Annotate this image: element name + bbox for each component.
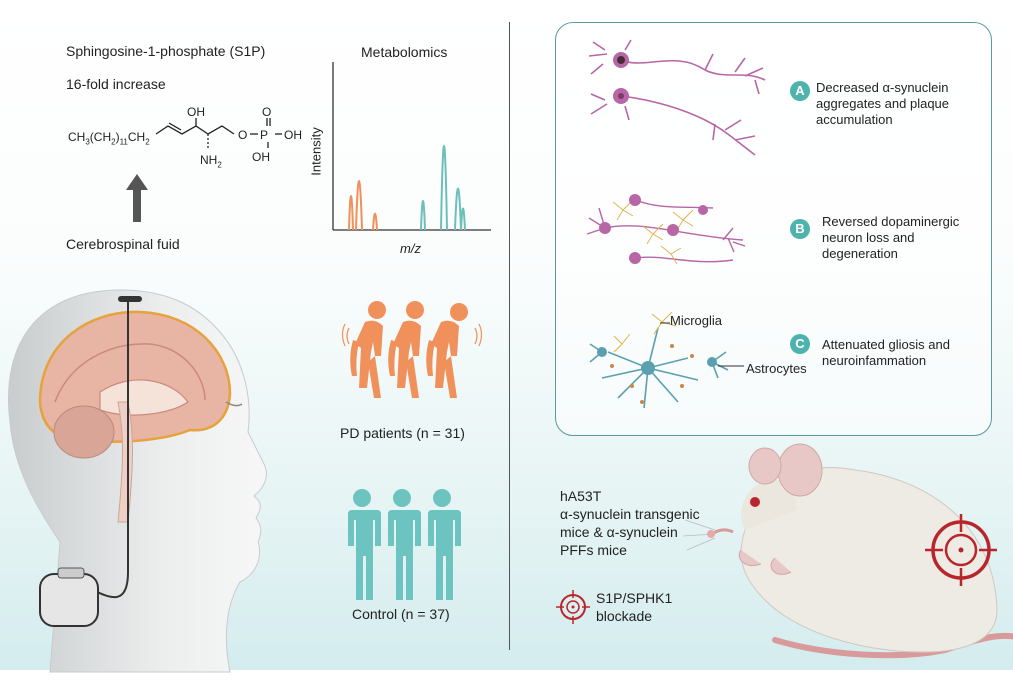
mice-line-4: PFFs mice xyxy=(560,542,627,558)
blockade-line-1: S1P/SPHK1 xyxy=(596,590,673,606)
pd-patients-icon xyxy=(341,301,483,398)
peak-teal-1 xyxy=(420,200,426,231)
up-arrow-icon xyxy=(126,174,148,222)
double-oxygen-label: O xyxy=(262,105,272,119)
blockade-line-2: blockade xyxy=(596,608,653,624)
finding-c-text: Attenuated gliosis and neuroinfammation xyxy=(822,337,950,368)
peak-teal-3 xyxy=(454,187,462,231)
finding-a-text: Decreased α-synuclein aggregates and pla… xyxy=(816,80,950,127)
microglia-pointer xyxy=(660,322,670,324)
mouse-illustration xyxy=(682,443,1013,659)
intensity-axis-label: Intensity xyxy=(308,127,324,176)
amine-label: NH2 xyxy=(200,153,222,170)
peak-orange-3 xyxy=(372,212,378,231)
pd-patients-label: PD patients (n = 31) xyxy=(340,425,465,441)
s1p-structure: CH3(CH2)11CH2 OH NH2 O P O OH OH xyxy=(60,100,310,180)
mz-axis-label: m/z xyxy=(400,241,421,256)
mice-line-1: hA53T xyxy=(560,488,602,504)
phosphate-oh-right: OH xyxy=(284,128,302,142)
peak-orange-1 xyxy=(348,195,354,231)
alkyl-chain: CH3(CH2)11CH2 xyxy=(68,130,150,147)
dopaminergic-neurons-illustration xyxy=(586,194,746,265)
blockade-target-icon xyxy=(556,590,590,624)
glia-illustration xyxy=(589,311,729,409)
hydroxyl-label: OH xyxy=(187,105,205,119)
csf-label: Cerebrospinal fuid xyxy=(66,236,180,252)
peak-teal-2 xyxy=(440,145,448,231)
phosphate-oh-bottom: OH xyxy=(252,150,270,164)
ester-oxygen-label: O xyxy=(238,128,248,142)
vertical-divider xyxy=(509,22,510,650)
s1p-title: Sphingosine-1-phosphate (S1P) xyxy=(66,43,266,59)
finding-c-badge: C xyxy=(790,334,810,354)
finding-b-badge: B xyxy=(790,219,810,239)
finding-b-text: Reversed dopaminergic neuron loss and de… xyxy=(822,214,960,261)
control-label: Control (n = 37) xyxy=(352,606,450,622)
findings-panel xyxy=(555,22,992,436)
mice-line-3: mice & α-synuclein xyxy=(560,524,678,540)
peak-teal-4 xyxy=(460,207,466,231)
spectrum-plot xyxy=(332,62,491,231)
neurons-illustration xyxy=(588,39,766,156)
control-group-icon xyxy=(347,489,461,600)
structure-bonds xyxy=(155,118,282,148)
spectrum-peaks xyxy=(348,145,466,231)
finding-a-badge: A xyxy=(790,81,810,101)
microglia-label: Microglia xyxy=(670,313,723,328)
head-brain-illustration xyxy=(8,289,267,673)
astrocytes-pointer xyxy=(718,365,744,367)
astrocytes-label: Astrocytes xyxy=(746,361,807,376)
target-icon xyxy=(925,514,997,586)
peak-orange-2 xyxy=(355,180,363,231)
mice-line-2: α-synuclein transgenic xyxy=(560,506,700,522)
phosphorus-label: P xyxy=(260,128,269,142)
metabolomics-title: Metabolomics xyxy=(361,44,448,60)
fold-increase-label: 16-fold increase xyxy=(66,76,166,92)
